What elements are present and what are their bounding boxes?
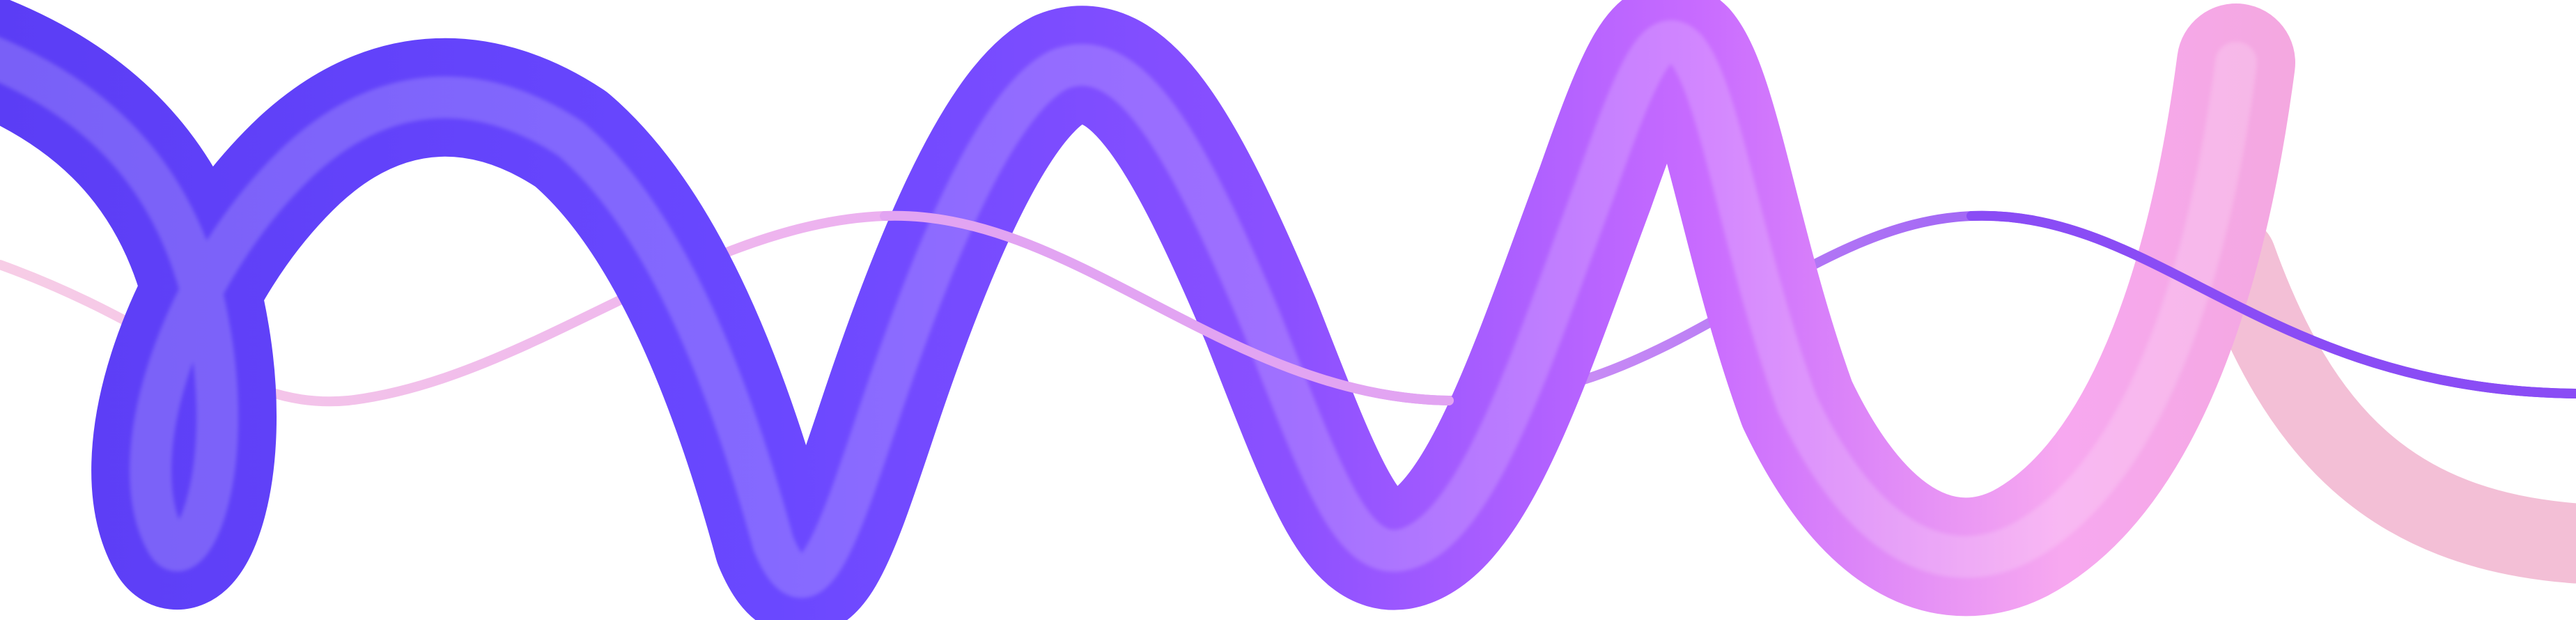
thin-wave-line-front xyxy=(880,210,1454,405)
back-tube-segment xyxy=(2196,217,2576,584)
thin-wave-line-front-right xyxy=(1966,210,2576,398)
tube-highlight xyxy=(0,20,2257,598)
